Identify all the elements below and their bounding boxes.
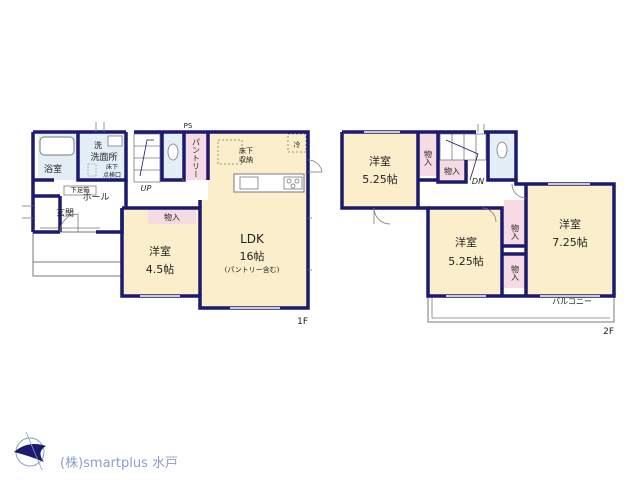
label-fridge: 冷 [294, 140, 301, 149]
label-storage-d: 物入 [511, 264, 520, 281]
storage-1f [148, 208, 196, 224]
label-room3-size: 7.25帖 [552, 236, 588, 249]
inspection-hatch [87, 163, 97, 177]
label-room2-name: 洋室 [455, 235, 477, 249]
label-dn: DN [472, 177, 484, 186]
western-room-2f-3 [526, 184, 614, 296]
label-underfloor-2: 点検口 [103, 171, 121, 179]
storage-2f-a [418, 132, 438, 176]
label-underfloor-storage-1: 床下 [239, 146, 253, 155]
burner-icon [286, 178, 292, 184]
porch-step [32, 261, 123, 277]
floor-1f: 浴室 洗 洗面所 床下 点検口 PS パントリー 床下 収納 冷 下足箱 ホール… [22, 122, 323, 327]
pantry [184, 132, 208, 180]
label-ldk-note: (パントリー含む) [225, 265, 280, 274]
toilet-icon-2f [496, 141, 508, 159]
label-pantry: パントリー [192, 138, 201, 178]
label-floor-2f: 2F [603, 327, 614, 337]
label-storage-1f: 物入 [164, 212, 180, 222]
label-storage-c: 物入 [511, 223, 520, 240]
ldk-room [200, 200, 308, 308]
label-hall: ホール [82, 192, 109, 203]
company-logo: (株)smartplus 水戸 [14, 431, 178, 471]
label-western-1f-size: 4.5帖 [146, 263, 175, 276]
label-room1-size: 5.25帖 [362, 173, 398, 186]
western-room-2f-1 [342, 132, 418, 208]
stove-icon [283, 176, 303, 190]
floor-2f: 洋室 5.25帖 物入 物入 DN 洋室 5.25帖 物入 物入 洋室 7.25… [340, 124, 616, 337]
doors-2f [364, 124, 600, 297]
label-room1-name: 洋室 [369, 154, 391, 168]
burner-icon [290, 183, 296, 189]
label-up: UP [141, 184, 152, 193]
label-floor-1f: 1F [297, 317, 308, 327]
fridge-box [287, 133, 307, 153]
kitchen-sink-icon [239, 176, 259, 190]
walls-2f [340, 130, 616, 298]
bathtub-icon [39, 136, 75, 156]
sink-icon [107, 135, 123, 147]
label-ldk-name: LDK [240, 232, 265, 246]
label-storage-b: 物入 [444, 166, 460, 176]
underfloor-storage-box [217, 139, 243, 165]
label-bath: 浴室 [44, 163, 62, 175]
company-name: (株)smartplus 水戸 [60, 456, 178, 471]
storage-2f-c [504, 200, 526, 246]
toilet-icon [167, 143, 179, 161]
label-ldk-size: 16帖 [240, 250, 265, 263]
label-room3-name: 洋室 [559, 217, 581, 231]
label-underfloor-1: 床下 [106, 163, 118, 171]
label-western-1f-name: 洋室 [149, 244, 171, 258]
shoe-storage-box [63, 185, 97, 196]
label-wash-1: 洗 [94, 140, 102, 150]
label-ps: PS [184, 122, 193, 130]
burner-icon [294, 178, 300, 184]
bird-logo-icon [14, 431, 46, 471]
label-wash-2: 洗面所 [90, 151, 117, 163]
label-entrance: 玄関 [56, 207, 74, 219]
porch [32, 231, 123, 263]
label-room2-size: 5.25帖 [448, 255, 484, 268]
stairs-2f [439, 133, 487, 181]
doors-1f [22, 122, 323, 309]
label-storage-a: 物入 [424, 149, 433, 166]
western-room-2f-2 [428, 208, 502, 296]
stairs-1f [133, 133, 161, 183]
storage-2f-d [504, 256, 526, 288]
label-balcony: バルコニー [552, 297, 592, 306]
label-shoe-storage: 下足箱 [70, 185, 90, 194]
label-underfloor-storage-2: 収納 [239, 155, 253, 164]
walls-1f [31, 130, 310, 310]
storage-2f-b [440, 160, 464, 180]
